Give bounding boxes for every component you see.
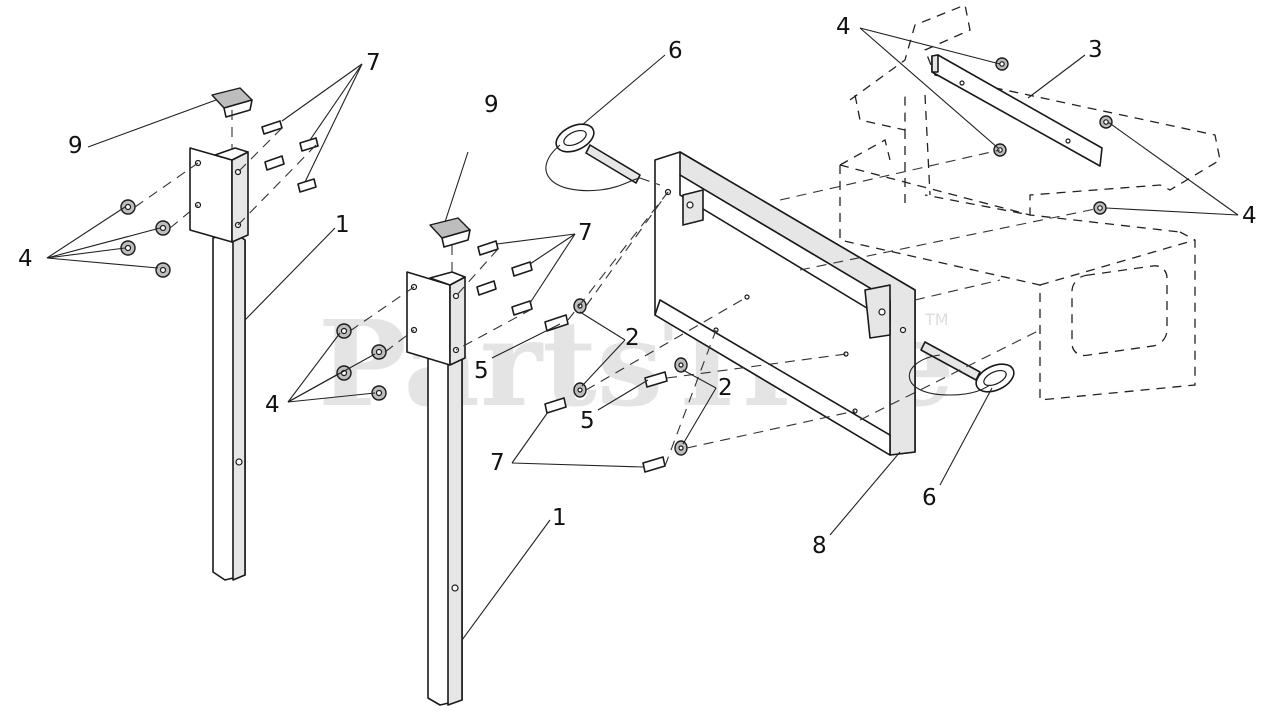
callout-bracket-strip: 3 (1088, 37, 1103, 63)
callout-nuts-middle: 4 (265, 392, 280, 418)
callout-bolts-bottom: 7 (490, 450, 505, 476)
post-left (189, 147, 249, 581)
watermark-trademark: TM (924, 310, 949, 329)
callout-bolts-left: 7 (366, 50, 381, 76)
hitch-pin-upper (545, 123, 641, 192)
callout-post-right: 1 (552, 505, 567, 531)
hitch-frame (654, 151, 916, 456)
chassis-phantom (839, 4, 1221, 216)
nuts-left (120, 199, 171, 278)
plug-cap-left (211, 87, 253, 118)
callout-pin-upper: 6 (668, 38, 683, 64)
callout-bolts-middle: 7 (578, 220, 593, 246)
callout-bolt-upper: 5 (474, 358, 489, 384)
callout-nuts-right: 4 (1242, 203, 1257, 229)
hitch-pin-lower (908, 341, 1015, 396)
bolts-middle (476, 240, 533, 316)
callout-post-left: 1 (335, 212, 350, 238)
mount-housing (839, 164, 1196, 401)
leader-lines (46, 27, 1239, 641)
callout-bolt-lower: 5 (580, 408, 595, 434)
callout-cap-left: 9 (68, 133, 83, 159)
callout-frame: 8 (812, 533, 827, 559)
callout-nuts-left: 4 (18, 246, 33, 272)
callout-cap-right: 9 (484, 92, 499, 118)
plug-cap-right (429, 217, 471, 248)
post-right (406, 271, 466, 706)
assembly-axes (134, 110, 1101, 467)
washers (573, 298, 688, 456)
callout-nuts-top-right: 4 (836, 14, 851, 40)
callout-washer-upper: 2 (625, 325, 640, 351)
bolts-lower (544, 314, 668, 473)
callout-washer-lower: 2 (718, 375, 733, 401)
bolts-left (261, 120, 319, 193)
bracket-strip (931, 54, 1103, 167)
callout-pin-lower: 6 (922, 485, 937, 511)
nuts-top-right (993, 57, 1113, 215)
callout-labels: 9 9 7 7 7 4 4 4 4 1 1 6 6 3 5 5 2 2 8 (18, 14, 1257, 559)
